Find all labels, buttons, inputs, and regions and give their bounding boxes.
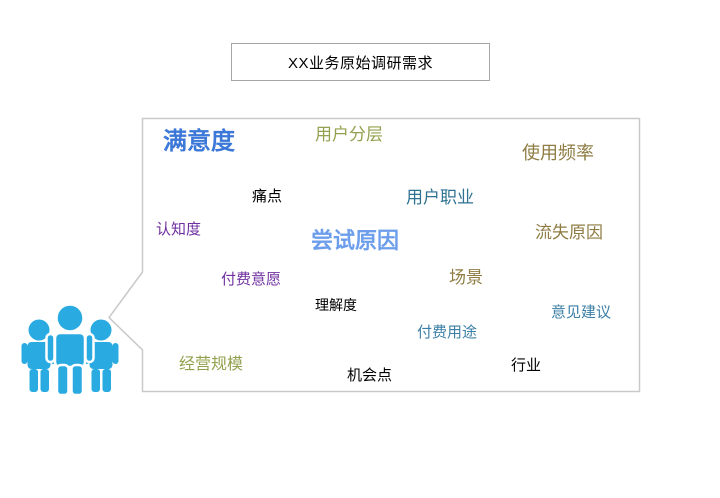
cloud-term: 痛点: [252, 188, 283, 205]
cloud-term: 场景: [449, 268, 483, 287]
cloud-term: 付费意愿: [221, 271, 282, 288]
cloud-term: 经营规模: [179, 356, 244, 373]
people-group-icon: [21, 305, 119, 397]
cloud-term: 使用频率: [522, 143, 594, 163]
cloud-term: 机会点: [347, 367, 393, 384]
person-center-icon: [45, 305, 95, 397]
cloud-term: 认知度: [156, 221, 202, 238]
cloud-term: 用户职业: [406, 188, 474, 207]
cloud-term: 意见建议: [551, 304, 612, 321]
page-title: XX业务原始调研需求: [287, 54, 433, 72]
cloud-term: 付费用途: [417, 324, 478, 341]
cloud-term: 尝试原因: [311, 228, 400, 253]
cloud-term: 满意度: [163, 128, 235, 155]
cloud-term: 理解度: [315, 297, 357, 313]
cloud-term: 用户分层: [315, 125, 383, 144]
title-box: XX业务原始调研需求: [231, 43, 490, 81]
cloud-term: 流失原因: [535, 223, 603, 242]
cloud-term: 行业: [511, 357, 542, 374]
